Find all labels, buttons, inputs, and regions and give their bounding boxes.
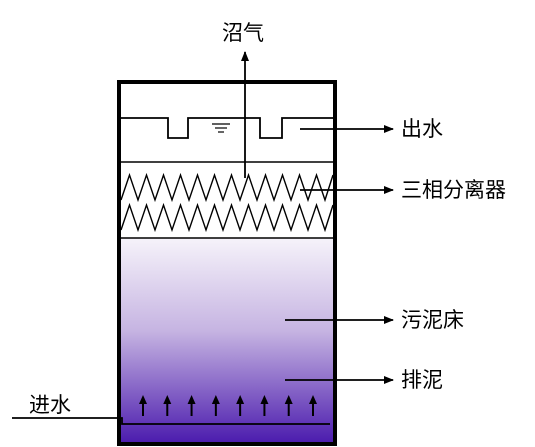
three-phase-separator	[120, 172, 334, 233]
sludge-discharge-label: 排泥	[401, 368, 443, 392]
upflow-arrow-head	[284, 395, 293, 404]
upflow-arrow-head	[309, 395, 317, 404]
upflow-arrow-head	[211, 395, 220, 404]
upflow-arrow-head	[139, 395, 147, 404]
influent-label: 进水	[29, 393, 71, 417]
reactor-vessel	[117, 80, 337, 446]
upflow-arrow-head	[236, 395, 245, 404]
upflow-arrows	[139, 395, 317, 416]
sludge-bed-label: 污泥床	[401, 308, 464, 332]
effluent-weir	[121, 117, 333, 139]
sludge-bed	[119, 238, 335, 444]
separator-zigzag-row	[120, 202, 334, 233]
effluent-label: 出水	[401, 117, 443, 141]
upflow-arrow-head	[163, 395, 172, 404]
biogas-label: 沼气	[222, 21, 264, 45]
separator-zigzag-row	[120, 172, 334, 203]
water-level-icon	[212, 123, 230, 133]
upflow-arrow-head	[260, 395, 269, 404]
upflow-arrow-head	[187, 395, 196, 404]
separator-label: 三相分离器	[401, 178, 506, 202]
influent-pipe	[12, 417, 330, 425]
